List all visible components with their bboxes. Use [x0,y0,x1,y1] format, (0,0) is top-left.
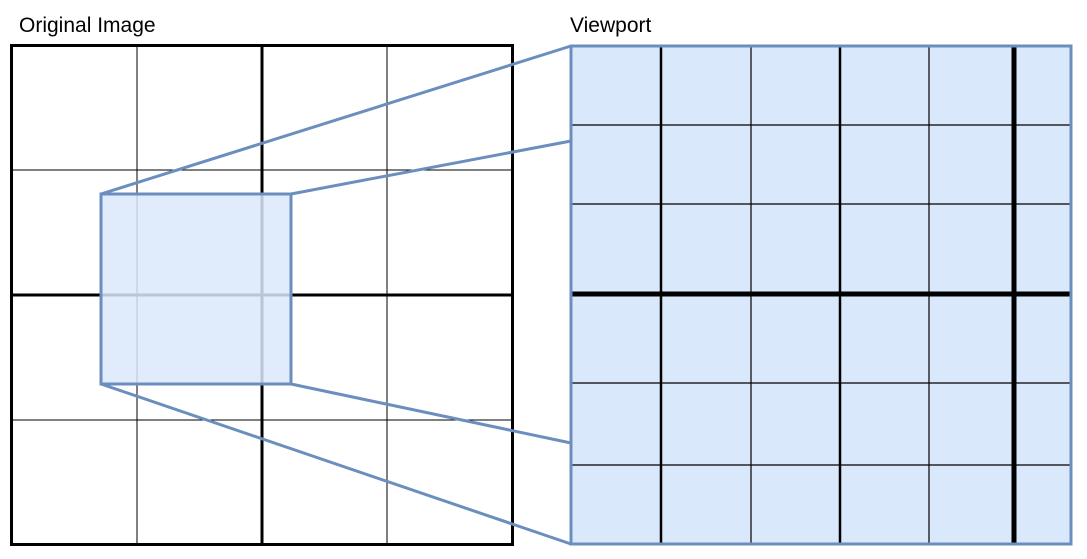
viewport-title: Viewport [570,14,652,37]
original-image-border [10,44,514,546]
viewport-thick-lines [571,45,1071,544]
projection-line-top-left [100,44,572,196]
projection-line-top-right [290,139,572,196]
projection-line-bottom-right [290,382,572,445]
projection-line-bottom-left [100,382,572,546]
viewport-panel [569,44,1073,546]
viewport-border [569,44,1073,546]
zoom-region-highlight [99,192,293,386]
original-image-title: Original Image [19,14,156,37]
projection-lines [100,44,572,546]
viewport-thin-lines [571,45,1071,544]
